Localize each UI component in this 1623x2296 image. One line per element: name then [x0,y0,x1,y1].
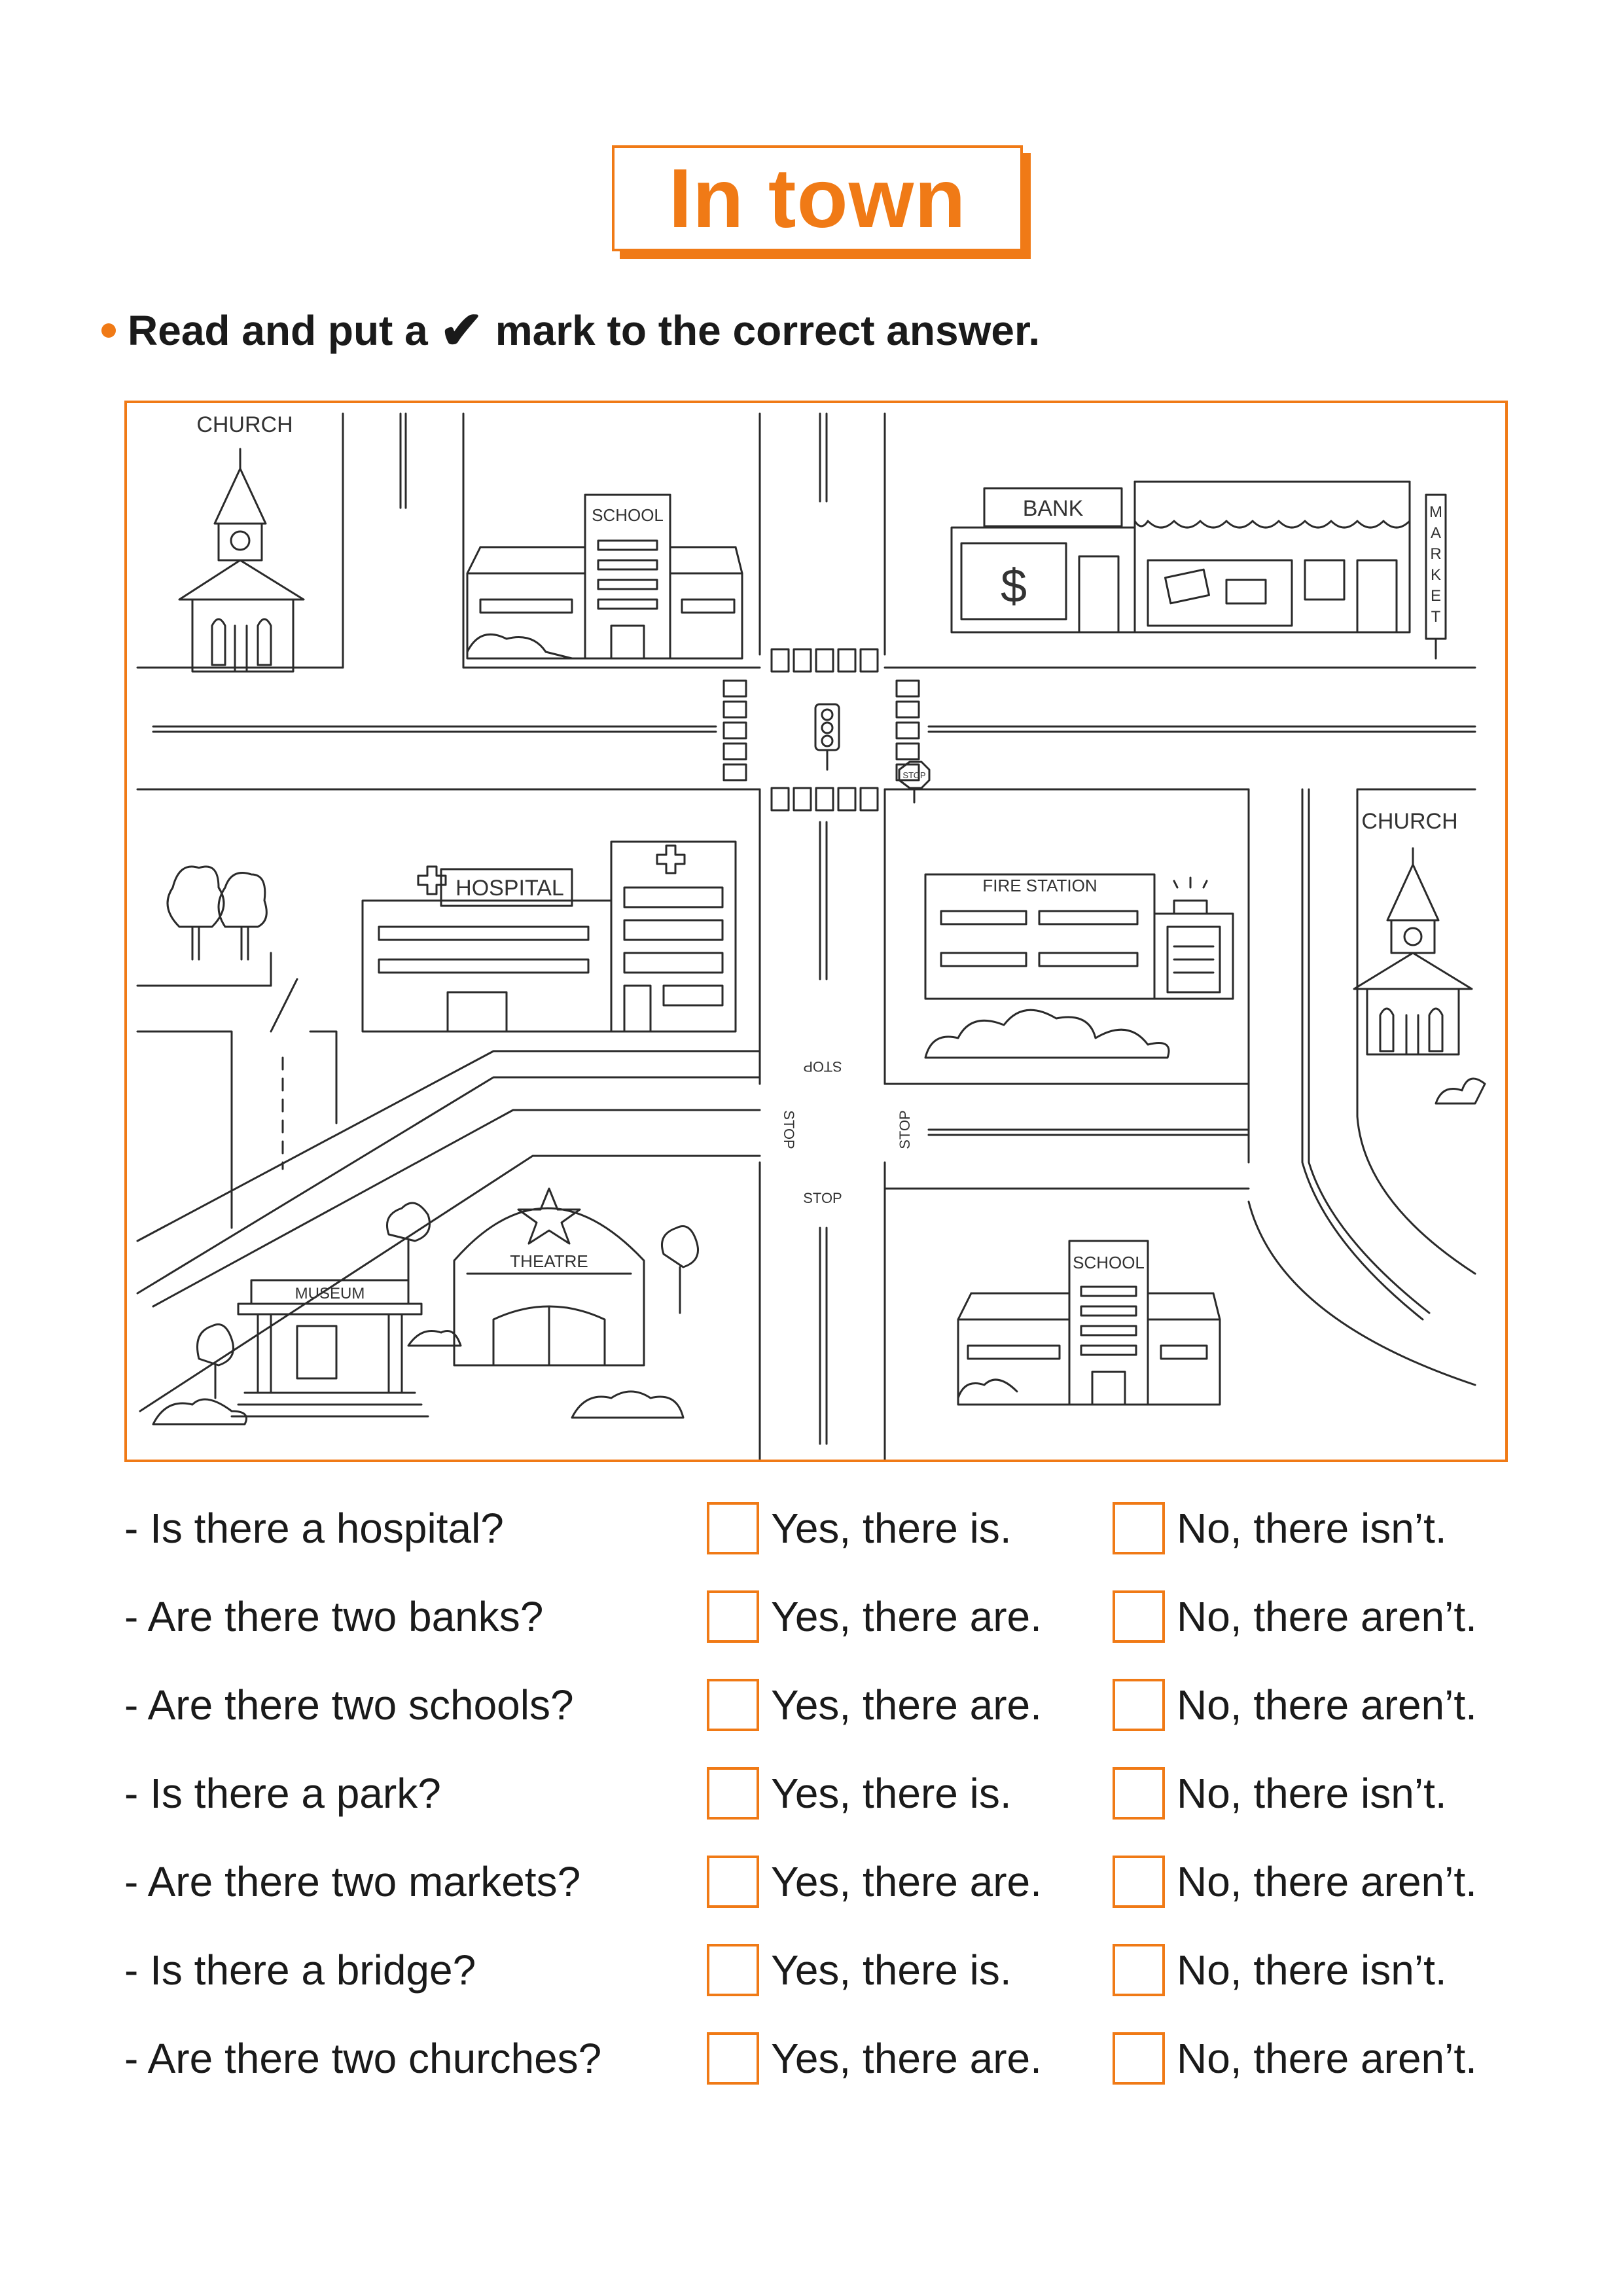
school-label: SCHOOL [1073,1253,1145,1272]
no-checkbox[interactable] [1113,2032,1165,2085]
svg-text:M: M [1429,503,1442,521]
stop-label: STOP [803,1058,842,1075]
no-label: No, there aren’t. [1177,1681,1477,1729]
yes-checkbox[interactable] [707,1767,759,1820]
yes-label: Yes, there are. [771,2035,1042,2082]
question-text: - Is there a hospital? [124,1505,504,1552]
yes-checkbox[interactable] [707,1502,759,1554]
church-icon [178,448,305,673]
no-checkbox[interactable] [1113,1679,1165,1731]
no-label: No, there isn’t. [1177,1505,1447,1552]
no-label: No, there aren’t. [1177,2035,1477,2082]
yes-option: Yes, there is. [707,1761,1012,1826]
yes-label: Yes, there is. [771,1770,1012,1817]
question-text: - Is there a bridge? [124,1946,476,1994]
check-mark-icon: ✔ [439,301,484,359]
yes-option: Yes, there are. [707,1672,1042,1738]
question-text: - Are there two banks? [124,1593,544,1640]
stop-sign-icon [898,761,931,804]
stop-label: STOP [902,770,925,780]
no-option: No, there aren’t. [1113,2026,1477,2091]
instruction: Read and put a ✔ mark to the correct ans… [101,298,1040,363]
stop-label: STOP [781,1110,797,1149]
no-option: No, there aren’t. [1113,1584,1477,1649]
no-option: No, there isn’t. [1113,1761,1447,1826]
fire-station-label: FIRE STATION [982,876,1097,895]
school-building [957,1240,1221,1406]
no-option: No, there isn’t. [1113,1496,1447,1561]
yes-checkbox[interactable] [707,2032,759,2085]
no-option: No, there isn’t. [1113,1937,1447,2003]
no-label: No, there isn’t. [1177,1946,1447,1994]
town-map: STOP STOP STOP STOP STOP CHURCH SCHOOL [124,401,1508,1462]
no-checkbox[interactable] [1113,1767,1165,1820]
no-option: No, there aren’t. [1113,1672,1477,1738]
town-map-drawing: STOP STOP STOP STOP STOP CHURCH SCHOOL [136,412,1486,1460]
dollar-icon: $ [1001,560,1027,613]
instruction-after: mark to the correct answer. [495,307,1041,354]
no-checkbox[interactable] [1113,1502,1165,1554]
museum-label: MUSEUM [295,1285,365,1302]
yes-checkbox[interactable] [707,1944,759,1996]
school-label: SCHOOL [592,505,664,525]
question-text: - Are there two schools? [124,1681,574,1729]
yes-option: Yes, there is. [707,1937,1012,2003]
church-label: CHURCH [1361,809,1457,834]
yes-option: Yes, there are. [707,1849,1042,1914]
hospital-label: HOSPITAL [455,876,564,901]
svg-text:K: K [1431,566,1441,584]
svg-text:R: R [1430,545,1441,563]
yes-label: Yes, there are. [771,1593,1042,1640]
bank-building [950,480,1411,634]
question-text: - Are there two churches? [124,2035,602,2082]
title-box: In town [612,145,1023,251]
market-sign: M A R K E T [1429,503,1442,626]
no-option: No, there aren’t. [1113,1849,1477,1914]
bullet-icon [101,323,116,338]
yes-label: Yes, there is. [771,1946,1012,1994]
yes-checkbox[interactable] [707,1856,759,1908]
museum-building [230,1279,429,1418]
fire-station-building [924,873,1234,1059]
hospital-building [361,840,737,1033]
no-label: No, there aren’t. [1177,1858,1477,1905]
instruction-before: Read and put a [128,307,428,354]
yes-checkbox[interactable] [707,1590,759,1643]
no-checkbox[interactable] [1113,1590,1165,1643]
bank-label: BANK [1023,496,1084,521]
school-building [466,493,743,660]
svg-text:A: A [1431,524,1441,542]
tree-icon [152,1202,699,1426]
traffic-light-icon [814,703,840,771]
church-icon [1353,847,1486,1105]
stop-label: STOP [897,1110,913,1149]
theatre-building [453,1187,645,1367]
no-checkbox[interactable] [1113,1944,1165,1996]
no-label: No, there aren’t. [1177,1593,1477,1640]
yes-option: Yes, there are. [707,2026,1042,2091]
yes-label: Yes, there are. [771,1858,1042,1905]
yes-option: Yes, there is. [707,1496,1012,1561]
stop-label: STOP [803,1190,842,1206]
page-title: In town [668,151,967,245]
yes-checkbox[interactable] [707,1679,759,1731]
no-label: No, there isn’t. [1177,1770,1447,1817]
question-text: - Is there a park? [124,1770,441,1817]
question-text: - Are there two markets? [124,1858,581,1905]
church-label: CHURCH [196,412,293,437]
crosswalk [722,648,920,812]
svg-text:E: E [1431,587,1441,605]
market-building [1133,480,1447,660]
tree-icon [166,865,268,961]
theatre-label: THEATRE [510,1251,588,1271]
no-checkbox[interactable] [1113,1856,1165,1908]
yes-option: Yes, there are. [707,1584,1042,1649]
yes-label: Yes, there is. [771,1505,1012,1552]
yes-label: Yes, there are. [771,1681,1042,1729]
svg-text:T: T [1431,608,1441,626]
